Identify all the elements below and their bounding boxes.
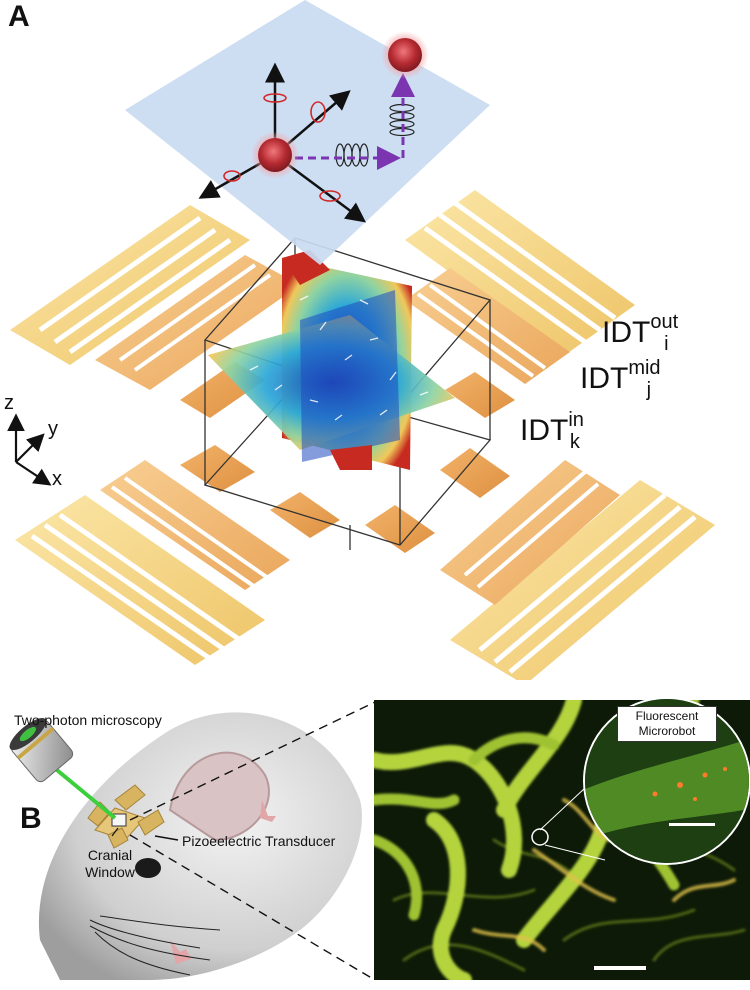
mouse-ear — [168, 751, 270, 842]
idt-outer-label: IDTouti — [602, 311, 679, 355]
idt-mid-label: IDTmidj — [580, 357, 661, 401]
mouse-paw — [170, 940, 191, 964]
zoom-lines — [129, 701, 376, 981]
fluorescent-microrobot-callout: Fluorescent Microrobot — [617, 706, 717, 742]
idt-inner-top-right — [445, 372, 515, 418]
translation-arrows — [295, 73, 415, 170]
rotation-arrows — [223, 93, 341, 202]
idt-mid-bottom-right — [440, 460, 620, 605]
idt-outer-top-left — [10, 205, 250, 365]
vortex-coils — [335, 103, 415, 167]
axis-label-y: y — [48, 418, 58, 440]
cranial-window-device — [87, 784, 165, 849]
axis-label-z: z — [4, 392, 14, 414]
field-vector-arrows — [249, 295, 429, 421]
inset-scale-bar — [669, 823, 715, 826]
mouse-setup-illustration — [9, 712, 362, 980]
mouse-whiskers — [89, 915, 221, 976]
panel-a-label: A — [8, 0, 30, 33]
acoustic-device-diagram — [7, 0, 715, 680]
microscopy-label: Two-photon microscopy — [14, 712, 162, 728]
idt-mid-top-left — [95, 255, 300, 390]
scale-bar — [594, 966, 646, 970]
cranial-window-label: Cranial Window — [85, 847, 135, 880]
idt-mid-top-right — [405, 268, 570, 384]
idt-outer-top-right — [405, 190, 635, 355]
microscope-objective-icon — [9, 718, 74, 783]
acoustic-field-slices — [208, 250, 455, 470]
microrobot-particle-start — [251, 131, 299, 179]
microrobot-inset-image — [585, 699, 749, 863]
window-pointer — [111, 827, 119, 837]
axis-label-x: x — [52, 468, 62, 490]
panel-b-label: B — [20, 802, 42, 835]
microrobot-particle-end — [381, 31, 429, 79]
transducer-label: Pizoeelectric Transducer — [182, 833, 336, 849]
coordinate-axes — [7, 413, 52, 486]
microrobot-inset — [583, 697, 750, 865]
mouse-body — [38, 712, 362, 980]
idt-mid-bottom-left — [100, 460, 290, 590]
mouse-paw-rear — [260, 800, 276, 822]
laser-beam — [50, 764, 117, 820]
idt-outer-bottom-left — [15, 495, 265, 665]
idt-outer-bottom-right — [450, 480, 715, 680]
mouse-eye — [135, 858, 161, 878]
transducer-pointer — [154, 835, 179, 841]
idt-inner-bottom-left — [180, 445, 340, 538]
idt-inner-label: IDTink — [520, 409, 584, 453]
